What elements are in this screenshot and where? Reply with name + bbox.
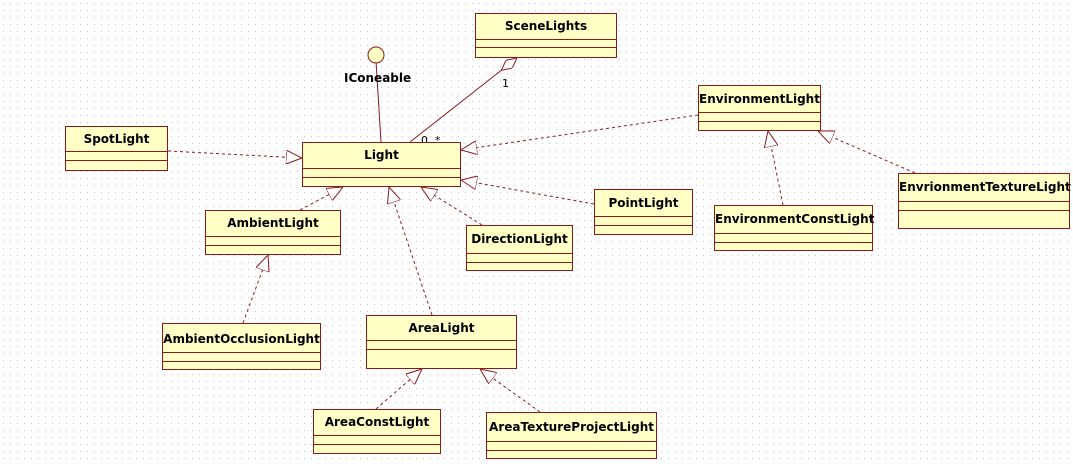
class-name: AreaTextureProjectLight bbox=[489, 420, 654, 434]
class-environmentconstlight[interactable]: EnvironmentConstLight bbox=[714, 205, 875, 251]
environmentlight-to-light-connector bbox=[461, 114, 699, 150]
class-environmentlight[interactable]: EnvironmentLight bbox=[698, 85, 821, 131]
class-name: SpotLight bbox=[83, 132, 150, 146]
iconeable-link bbox=[375, 60, 382, 143]
directionlight-to-light-connector bbox=[421, 187, 483, 226]
class-name: AreaLight bbox=[408, 321, 475, 335]
class-spotlight[interactable]: SpotLight bbox=[65, 126, 168, 171]
multiplicity-scenelights: 1 bbox=[502, 77, 509, 90]
class-name: EnvironmentConstLight bbox=[715, 212, 875, 226]
class-name: SceneLights bbox=[504, 19, 588, 33]
class-environmenttexturelight[interactable]: EnvrionmentTextureLight bbox=[898, 173, 1071, 229]
scenelights-light-aggregation bbox=[409, 58, 517, 143]
spotlight-to-light-connector bbox=[167, 151, 302, 158]
class-ambientocclusionlight[interactable]: AmbientOcclusionLight bbox=[162, 323, 321, 370]
environmentconstlight-to-environmentlight-connector bbox=[768, 131, 784, 206]
class-arealight[interactable]: AreaLight bbox=[366, 315, 517, 369]
class-name: EnvironmentLight bbox=[699, 92, 820, 106]
iconeable-interface-icon bbox=[367, 46, 385, 64]
areatextureprojectlight-to-arealight-connector bbox=[480, 369, 541, 413]
class-scenelights[interactable]: SceneLights bbox=[475, 13, 617, 58]
class-name: EnvrionmentTextureLight bbox=[899, 180, 1071, 194]
class-areatextureprojectlight[interactable]: AreaTextureProjectLight bbox=[486, 412, 657, 459]
class-areaconstlight[interactable]: AreaConstLight bbox=[313, 409, 441, 454]
class-pointlight[interactable]: PointLight bbox=[594, 189, 693, 235]
class-name: AmbientOcclusionLight bbox=[163, 332, 320, 346]
class-light[interactable]: Light bbox=[302, 142, 461, 187]
class-name: PointLight bbox=[608, 196, 679, 210]
arealight-to-light-connector bbox=[389, 187, 433, 316]
class-name: AreaConstLight bbox=[324, 415, 430, 429]
environmenttexturelight-to-environmentlight-connector bbox=[818, 131, 916, 174]
class-directionlight[interactable]: DirectionLight bbox=[466, 225, 573, 271]
class-name: AmbientLight bbox=[227, 216, 319, 230]
areaconstlight-to-arealight-connector bbox=[375, 369, 422, 410]
iconeable-label: IConeable bbox=[344, 71, 411, 85]
class-name: DirectionLight bbox=[471, 232, 568, 246]
class-ambientlight[interactable]: AmbientLight bbox=[205, 210, 341, 255]
ambientlight-to-light-connector bbox=[299, 187, 343, 211]
class-name: Light bbox=[364, 148, 399, 162]
pointlight-to-light-connector bbox=[461, 180, 595, 205]
ambientocclusionlight-to-ambientlight-connector bbox=[242, 255, 268, 324]
